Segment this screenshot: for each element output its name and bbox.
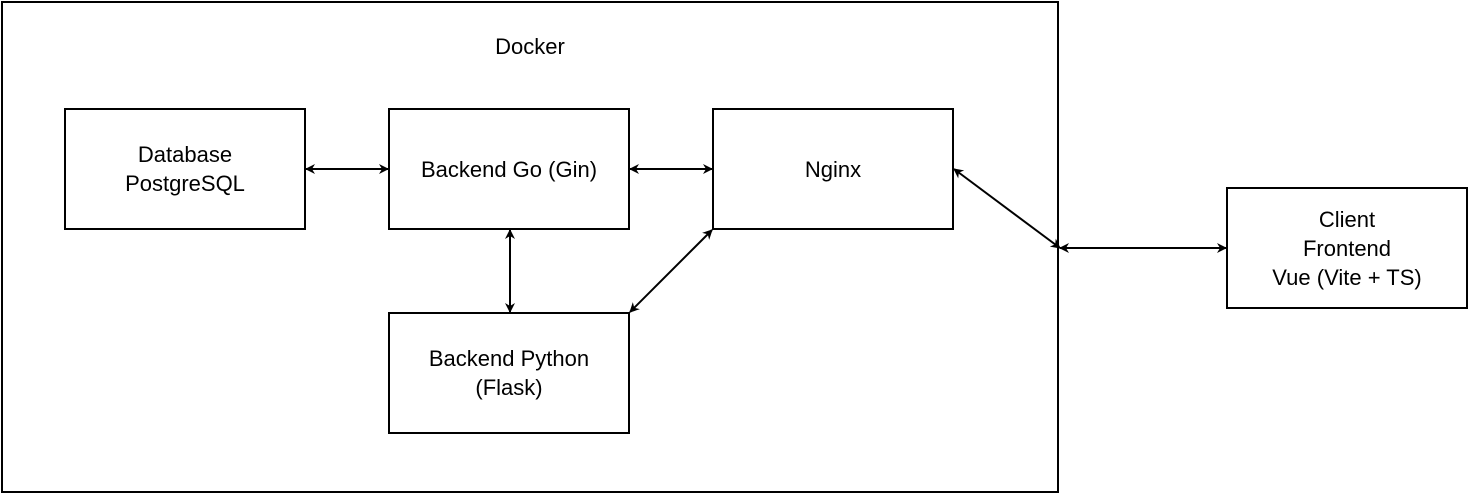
node-database[interactable]: Database PostgreSQL bbox=[64, 108, 306, 230]
node-client-line-1: Client bbox=[1318, 206, 1376, 232]
node-backend-python-line-2: (Flask) bbox=[475, 375, 543, 400]
docker-container-label: Docker bbox=[495, 34, 565, 59]
node-backend-go[interactable]: Backend Go (Gin) bbox=[388, 108, 630, 230]
node-database-line-1: Database bbox=[137, 142, 233, 167]
node-client[interactable]: Client Frontend Vue (Vite + TS) bbox=[1226, 187, 1468, 309]
node-client-line-3: Vue (Vite + TS) bbox=[1272, 264, 1422, 290]
node-nginx[interactable]: Nginx bbox=[712, 108, 954, 230]
node-backend-go-line-1: Backend Go (Gin) bbox=[420, 157, 598, 182]
node-database-line-2: PostgreSQL bbox=[125, 171, 245, 196]
node-backend-python-line-1: Backend Python bbox=[428, 346, 590, 371]
node-backend-python[interactable]: Backend Python (Flask) bbox=[388, 312, 630, 434]
node-nginx-line-1: Nginx bbox=[804, 157, 862, 182]
node-client-line-2: Frontend bbox=[1302, 235, 1392, 261]
